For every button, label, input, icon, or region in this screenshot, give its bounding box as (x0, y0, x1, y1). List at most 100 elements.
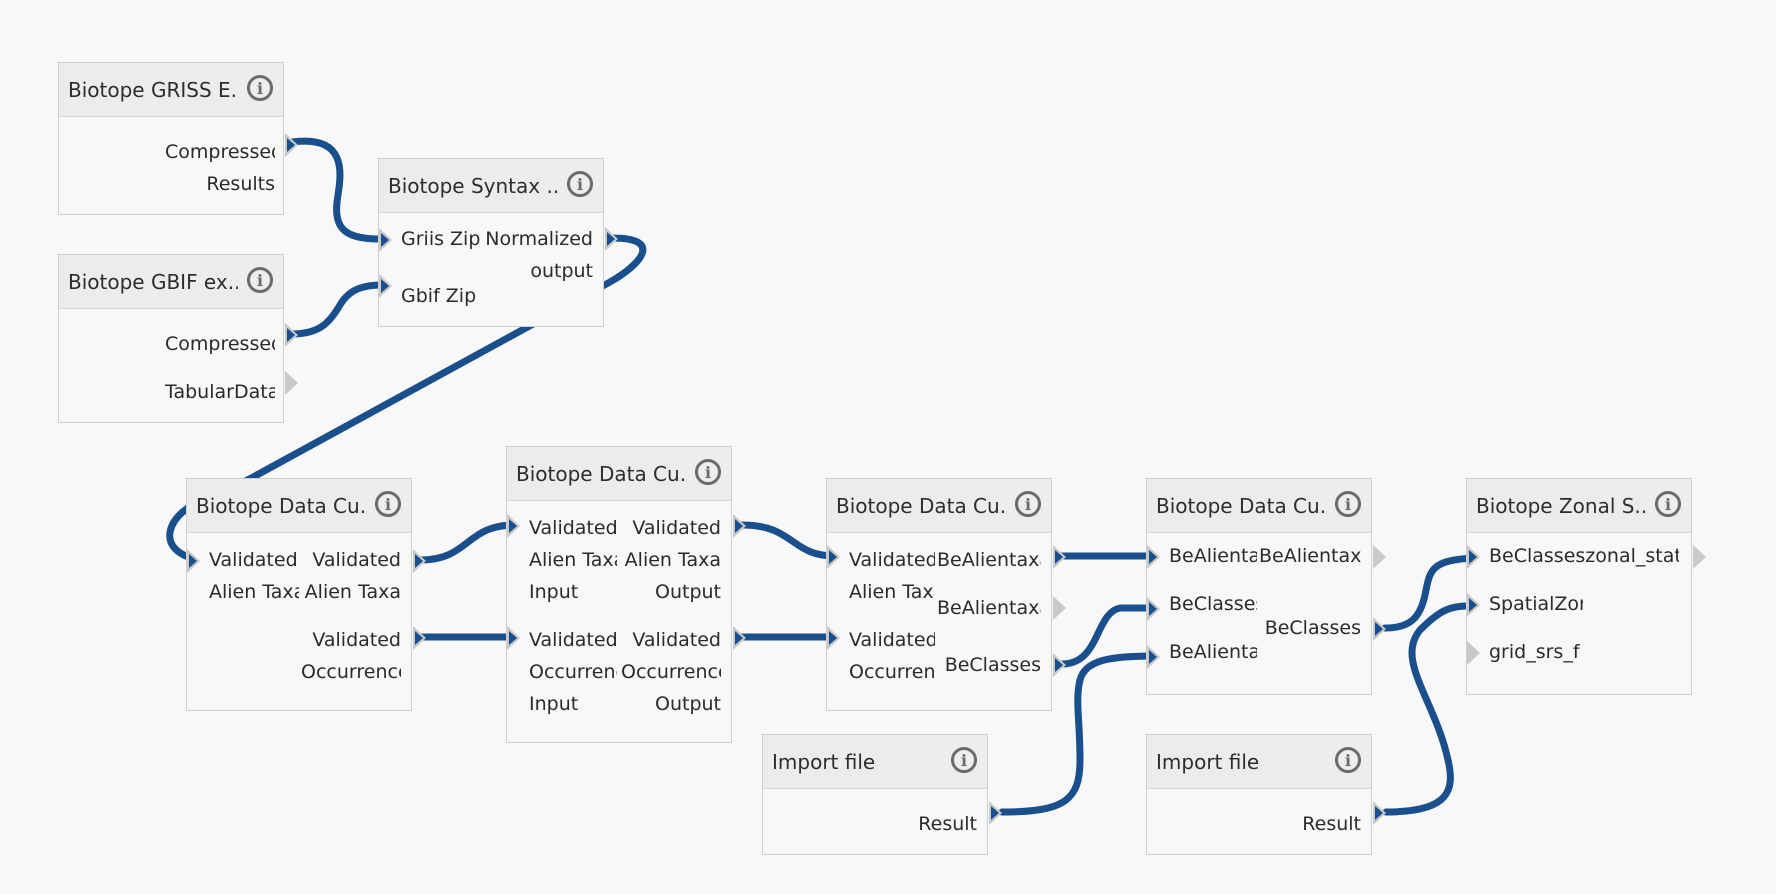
node-title: Biotope Data Cu... (516, 461, 686, 486)
output-label: Output (655, 693, 721, 715)
output-label: Alien Taxa (304, 581, 401, 603)
node-header[interactable]: Biotope Zonal S... i (1467, 479, 1691, 533)
output-label: Output (655, 581, 721, 603)
output-label: Compressed (165, 141, 275, 163)
input-label: BeAlientaxa (1169, 641, 1257, 663)
node-header[interactable]: Biotope GRISS E... i (59, 63, 283, 117)
input-port[interactable] (827, 545, 840, 569)
info-icon[interactable]: i (1015, 491, 1041, 517)
edge-dc2-dc3-taxa[interactable] (738, 521, 839, 560)
info-icon[interactable]: i (695, 459, 721, 485)
input-port[interactable] (1147, 645, 1160, 669)
input-label: Validated (209, 549, 298, 571)
output-port[interactable] (1053, 596, 1066, 620)
node-biotope-data-cube-1[interactable]: Biotope Data Cu... i Validated Alien Tax… (186, 478, 426, 711)
output-port[interactable] (605, 227, 618, 251)
input-port[interactable] (1467, 641, 1480, 665)
output-port[interactable] (733, 514, 746, 538)
input-label: Gbif Zip (401, 285, 477, 307)
node-title: Biotope GBIF ex... (68, 269, 238, 294)
edge-dc3-dc4-classes[interactable] (1058, 604, 1159, 668)
node-biotope-syntax[interactable]: Biotope Syntax ... i Griis Zip Gbif Zip … (378, 158, 618, 327)
output-label: BeAlientaxa (937, 549, 1041, 571)
input-label: BeAlientaxa (1169, 545, 1257, 567)
edge-import2-zonal[interactable] (1382, 602, 1479, 816)
output-label: Result (918, 813, 977, 835)
input-port[interactable] (507, 626, 520, 650)
input-label: Validated (849, 629, 935, 651)
output-port[interactable] (1373, 801, 1386, 825)
output-port[interactable] (733, 626, 746, 650)
output-port[interactable] (285, 371, 298, 395)
output-port[interactable] (413, 626, 426, 650)
node-header[interactable]: Import file i (763, 735, 987, 789)
node-biotope-gbif[interactable]: Biotope GBIF ex... i Compressed TabularD… (58, 254, 298, 423)
node-title: Import file (772, 749, 876, 774)
input-port[interactable] (379, 228, 392, 252)
info-icon[interactable]: i (375, 491, 401, 517)
info-icon[interactable]: i (247, 75, 273, 101)
output-label: Occurrences (621, 661, 721, 683)
input-label: Validated (529, 517, 617, 539)
node-header[interactable]: Biotope Data Cu... i (187, 479, 411, 533)
output-port[interactable] (285, 323, 298, 347)
input-port[interactable] (187, 549, 200, 573)
output-port[interactable] (1693, 545, 1706, 569)
output-port[interactable] (285, 133, 298, 157)
input-port[interactable] (1147, 545, 1160, 569)
node-header[interactable]: Biotope Data Cu... i (507, 447, 731, 501)
input-label: grid_srs_f (1489, 641, 1580, 663)
output-label: Result (1302, 813, 1361, 835)
info-icon[interactable]: i (567, 171, 593, 197)
node-biotope-zonal[interactable]: Biotope Zonal S... i BeClasseszonal_stat… (1466, 478, 1706, 695)
edge-dc1-dc2-taxa[interactable] (416, 521, 519, 564)
input-port[interactable] (379, 274, 392, 298)
node-header[interactable]: Biotope Data Cu... i (827, 479, 1051, 533)
input-port[interactable] (827, 626, 840, 650)
info-icon[interactable]: i (1335, 747, 1361, 773)
output-port[interactable] (1053, 545, 1066, 569)
node-biotope-griss[interactable]: Biotope GRISS E... i Compressed Results (58, 62, 298, 215)
output-port[interactable] (1053, 653, 1066, 677)
input-label: BeClasseszonal_statistics (1489, 545, 1679, 567)
input-label: Input (529, 581, 579, 603)
info-icon[interactable]: i (1335, 491, 1361, 517)
output-label: TabularData (165, 381, 275, 403)
input-label: Input (529, 693, 579, 715)
input-port[interactable] (1467, 545, 1480, 569)
node-header[interactable]: Import file i (1147, 735, 1371, 789)
output-port[interactable] (1373, 617, 1386, 641)
node-title: Biotope GRISS E... (68, 77, 238, 102)
node-title: Biotope Data Cu... (1156, 493, 1326, 518)
node-biotope-data-cube-2[interactable]: Biotope Data Cu... i Validated Alien Tax… (506, 446, 746, 743)
output-label: BeClasses (944, 654, 1041, 676)
output-port[interactable] (413, 549, 426, 573)
node-import-file-1[interactable]: Import file i Result (762, 734, 1002, 855)
input-label: Alien Taxa (849, 581, 935, 603)
node-biotope-data-cube-4[interactable]: Biotope Data Cu... i BeAlientaxa BeClass… (1146, 478, 1386, 695)
node-header[interactable]: Biotope GBIF ex... i (59, 255, 283, 309)
output-label: BeAlientaxa (1259, 545, 1361, 567)
output-label: Results (206, 173, 275, 195)
node-title: Import file (1156, 749, 1260, 774)
node-biotope-data-cube-3[interactable]: Biotope Data Cu... i Validated Alien Tax… (826, 478, 1066, 711)
node-import-file-2[interactable]: Import file i Result (1146, 734, 1386, 855)
node-header[interactable]: Biotope Syntax ... i (379, 159, 603, 213)
edge-gbif-syntax[interactable] (288, 281, 387, 338)
info-icon[interactable]: i (247, 267, 273, 293)
output-label: Compressed (165, 333, 275, 355)
info-icon[interactable]: i (951, 747, 977, 773)
output-port[interactable] (989, 801, 1002, 825)
input-port[interactable] (1467, 593, 1480, 617)
input-port[interactable] (507, 514, 520, 538)
edge-griss-syntax[interactable] (288, 137, 387, 243)
output-label: output (530, 260, 593, 282)
input-port[interactable] (1147, 597, 1160, 621)
input-label: Validated (529, 629, 617, 651)
input-label: BeClasses (1169, 593, 1257, 615)
edge-dc4-zonal-classes[interactable] (1381, 554, 1479, 632)
info-icon[interactable]: i (1655, 491, 1681, 517)
node-header[interactable]: Biotope Data Cu... i (1147, 479, 1371, 533)
output-label: BeClasses (1264, 617, 1361, 639)
output-port[interactable] (1373, 545, 1386, 569)
